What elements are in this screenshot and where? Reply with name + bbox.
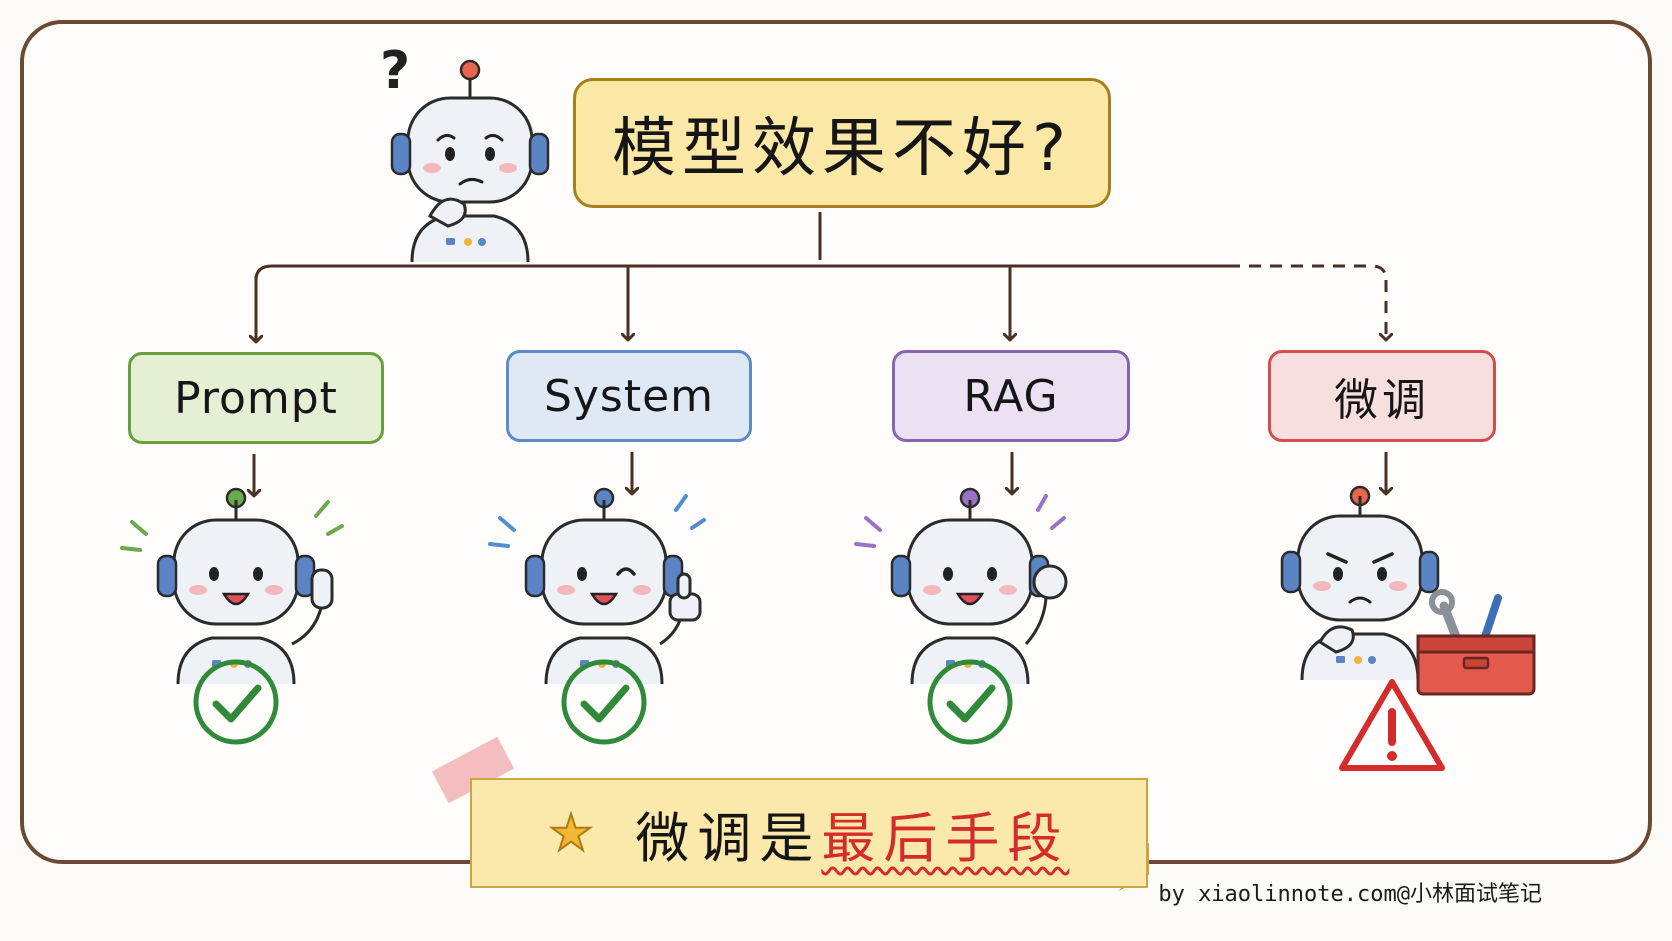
method-box-rag: RAG <box>892 350 1130 442</box>
conclusion-note: ★ 微调是 最后手段 <box>470 778 1148 888</box>
title-box: 模型效果不好? <box>573 78 1111 208</box>
question-mark-icon: ? <box>380 41 410 101</box>
method-label-prompt: Prompt <box>174 372 338 424</box>
warning-icon <box>1339 679 1445 771</box>
star-icon: ★ <box>548 803 602 863</box>
method-box-prompt: Prompt <box>128 352 384 444</box>
connector-lines <box>254 212 1386 496</box>
method-box-finetune: 微调 <box>1268 350 1496 442</box>
method-label-system: System <box>543 370 715 422</box>
thinking-robot-icon: ? <box>380 41 550 264</box>
note-highlight: 最后手段 <box>821 806 1070 870</box>
title-text: 模型效果不好? <box>612 112 1072 186</box>
method-label-finetune: 微调 <box>1334 375 1430 426</box>
toolbox-icon <box>1416 589 1536 696</box>
fist-robot-icon <box>854 487 1068 686</box>
method-box-system: System <box>506 350 752 442</box>
frowning-robot-icon <box>1280 485 1440 682</box>
pointing-robot-icon <box>120 487 344 686</box>
method-label-rag: RAG <box>963 370 1059 422</box>
note-prefix: 微调是 <box>635 806 822 870</box>
thumbs-up-robot-icon <box>488 487 706 686</box>
tape-icon <box>431 736 515 804</box>
credit-text: by xiaolinnote.com@小林面试笔记 <box>1158 882 1542 907</box>
